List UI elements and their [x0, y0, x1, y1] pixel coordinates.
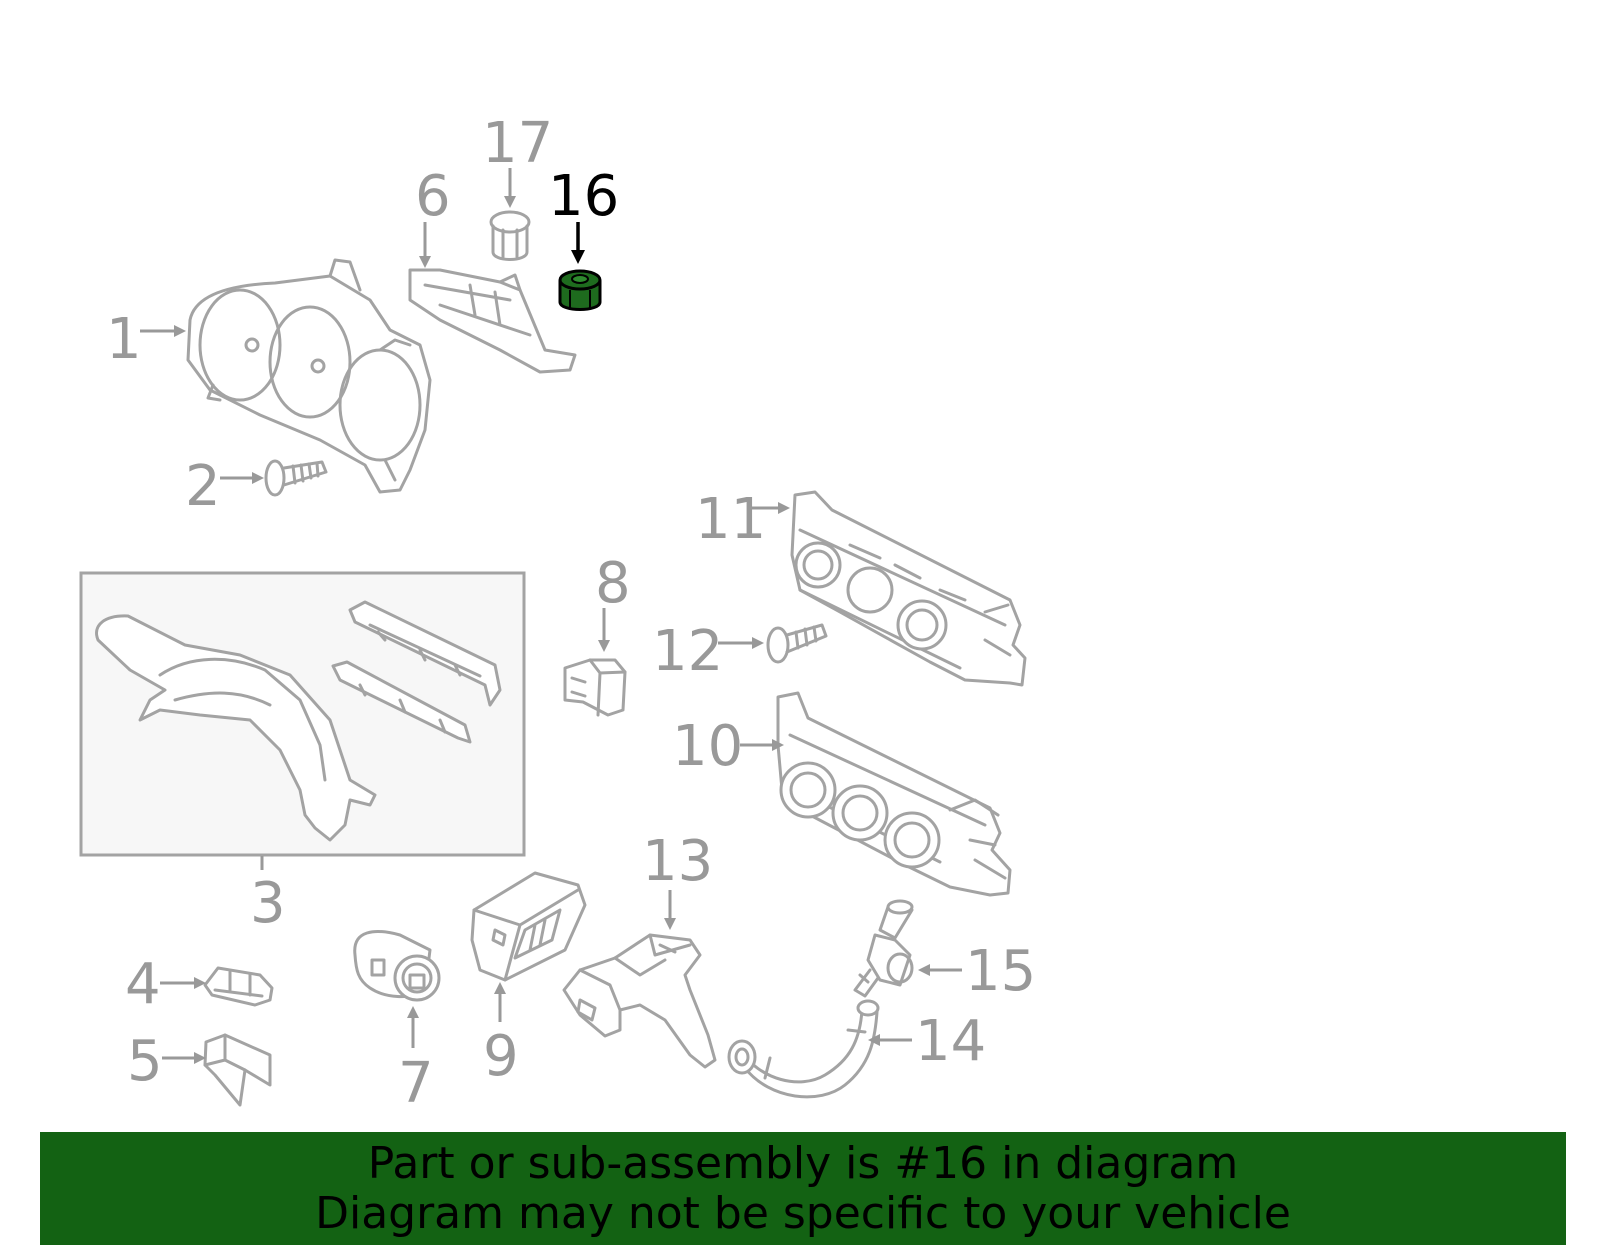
svg-text:13: 13 [642, 829, 713, 894]
callout-2: 2 [185, 454, 264, 519]
svg-text:16: 16 [548, 164, 619, 229]
part-13-bracket[interactable] [562, 933, 717, 1069]
svg-text:6: 6 [415, 164, 451, 229]
callout-12: 12 [652, 619, 764, 684]
svg-text:5: 5 [127, 1029, 163, 1094]
svg-text:3: 3 [250, 871, 286, 936]
svg-text:7: 7 [398, 1051, 434, 1116]
part-2-screw[interactable] [264, 459, 328, 497]
part-9-switch-pack[interactable] [470, 871, 587, 982]
part-15-connector[interactable] [853, 899, 914, 998]
callout-7: 7 [398, 1006, 434, 1116]
callout-13: 13 [642, 829, 713, 930]
part-7-switch[interactable] [353, 930, 441, 1002]
part-16-clip-highlighted[interactable] [558, 269, 602, 311]
svg-text:4: 4 [125, 952, 161, 1017]
part-17-clip[interactable] [489, 210, 531, 261]
svg-text:11: 11 [695, 487, 766, 552]
svg-text:12: 12 [652, 619, 723, 684]
svg-text:9: 9 [483, 1024, 519, 1089]
callout-11: 11 [695, 487, 790, 552]
callout-6: 6 [415, 164, 451, 268]
part-8-switch[interactable] [563, 658, 627, 717]
part-11-climate-panel[interactable] [790, 490, 1027, 687]
part-1-instrument-cluster[interactable] [186, 258, 432, 494]
part-12-screw[interactable] [766, 623, 828, 664]
part-10-climate-panel[interactable] [776, 691, 1012, 897]
callout-5: 5 [127, 1029, 206, 1094]
banner-line-2: Diagram may not be specific to your vehi… [315, 1187, 1291, 1239]
callout-16: 16 [548, 164, 619, 264]
svg-text:2: 2 [185, 454, 221, 519]
svg-text:15: 15 [965, 939, 1036, 1004]
callout-3: 3 [250, 856, 286, 936]
callout-17: 17 [482, 111, 553, 208]
banner-line-1: Part or sub-assembly is #16 in diagram [367, 1137, 1239, 1189]
callout-9: 9 [483, 982, 519, 1089]
part-4-clip[interactable] [203, 966, 274, 1007]
info-banner: Part or sub-assembly is #16 in diagram D… [40, 1132, 1566, 1245]
part-3-bezel-group[interactable] [79, 571, 526, 857]
svg-text:8: 8 [595, 551, 631, 616]
svg-text:10: 10 [672, 714, 743, 779]
callout-14: 14 [868, 1009, 986, 1074]
callout-10: 10 [672, 714, 784, 779]
callout-8: 8 [595, 551, 631, 652]
callout-1: 1 [106, 307, 186, 372]
callout-4: 4 [125, 952, 206, 1017]
callout-15: 15 [918, 939, 1036, 1004]
svg-text:1: 1 [106, 307, 142, 372]
part-6-bracket[interactable] [408, 268, 577, 374]
svg-text:14: 14 [915, 1009, 986, 1074]
part-5-bracket[interactable] [203, 1033, 272, 1107]
svg-text:17: 17 [482, 111, 553, 176]
part-14-hose[interactable] [727, 999, 880, 1099]
